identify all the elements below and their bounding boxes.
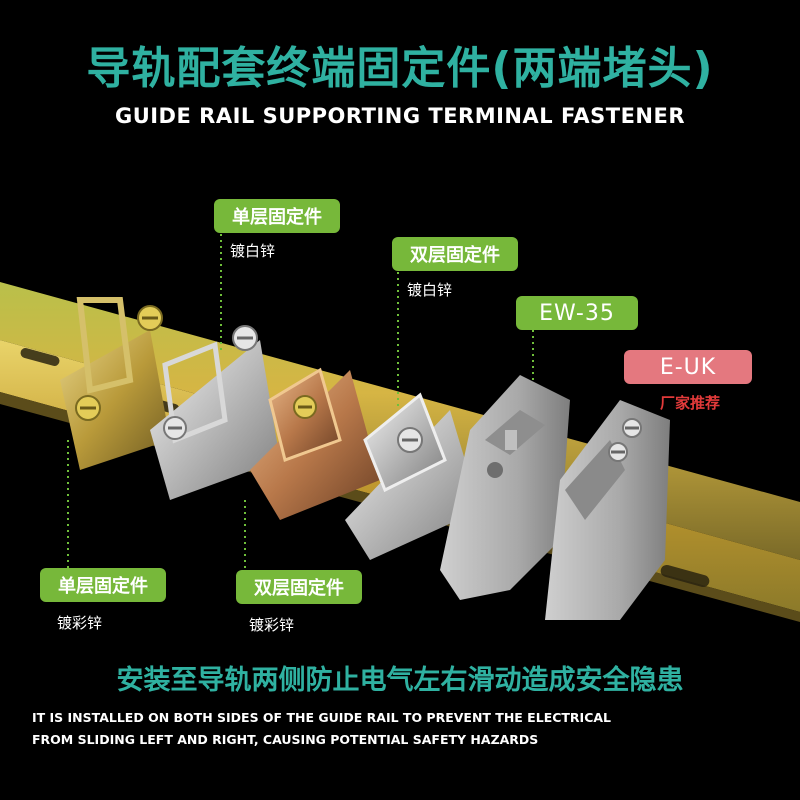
leader-lines xyxy=(67,228,534,574)
label-ew35: EW-35 xyxy=(516,296,638,330)
safety-warning-cn: 安装至导轨两侧防止电气左右滑动造成安全隐患 xyxy=(116,665,684,696)
label-double-layer-top: 双层固定件 xyxy=(392,237,518,271)
finish-single-layer-top: 镀白锌 xyxy=(230,242,276,260)
page-title: 导轨配套终端固定件(两端堵头) xyxy=(86,43,714,94)
safety-warning-en-line1: IT IS INSTALLED ON BOTH SIDES OF THE GUI… xyxy=(32,710,612,725)
label-euk: E-UK xyxy=(624,350,752,384)
ew35-end-stop xyxy=(440,375,570,600)
double-layer-silver-clip xyxy=(345,392,480,560)
manufacturer-recommended-note: 厂家推荐 xyxy=(660,394,721,412)
euk-end-stop xyxy=(545,400,670,620)
safety-warning-en-line2: FROM SLIDING LEFT AND RIGHT, CAUSING POT… xyxy=(32,732,539,747)
double-layer-copper-clip xyxy=(250,367,380,520)
page-subtitle: GUIDE RAIL SUPPORTING TERMINAL FASTENER xyxy=(114,104,686,128)
finish-double-layer-top: 镀白锌 xyxy=(407,281,453,299)
single-layer-silver-clip xyxy=(150,325,280,500)
single-layer-brass-clip xyxy=(60,297,170,470)
label-single-layer-bottom: 单层固定件 xyxy=(40,568,166,602)
finish-single-layer-bottom: 镀彩锌 xyxy=(57,614,103,632)
label-double-layer-bottom: 双层固定件 xyxy=(236,570,362,604)
label-single-layer-top: 单层固定件 xyxy=(214,199,340,233)
finish-double-layer-bottom: 镀彩锌 xyxy=(249,616,295,634)
